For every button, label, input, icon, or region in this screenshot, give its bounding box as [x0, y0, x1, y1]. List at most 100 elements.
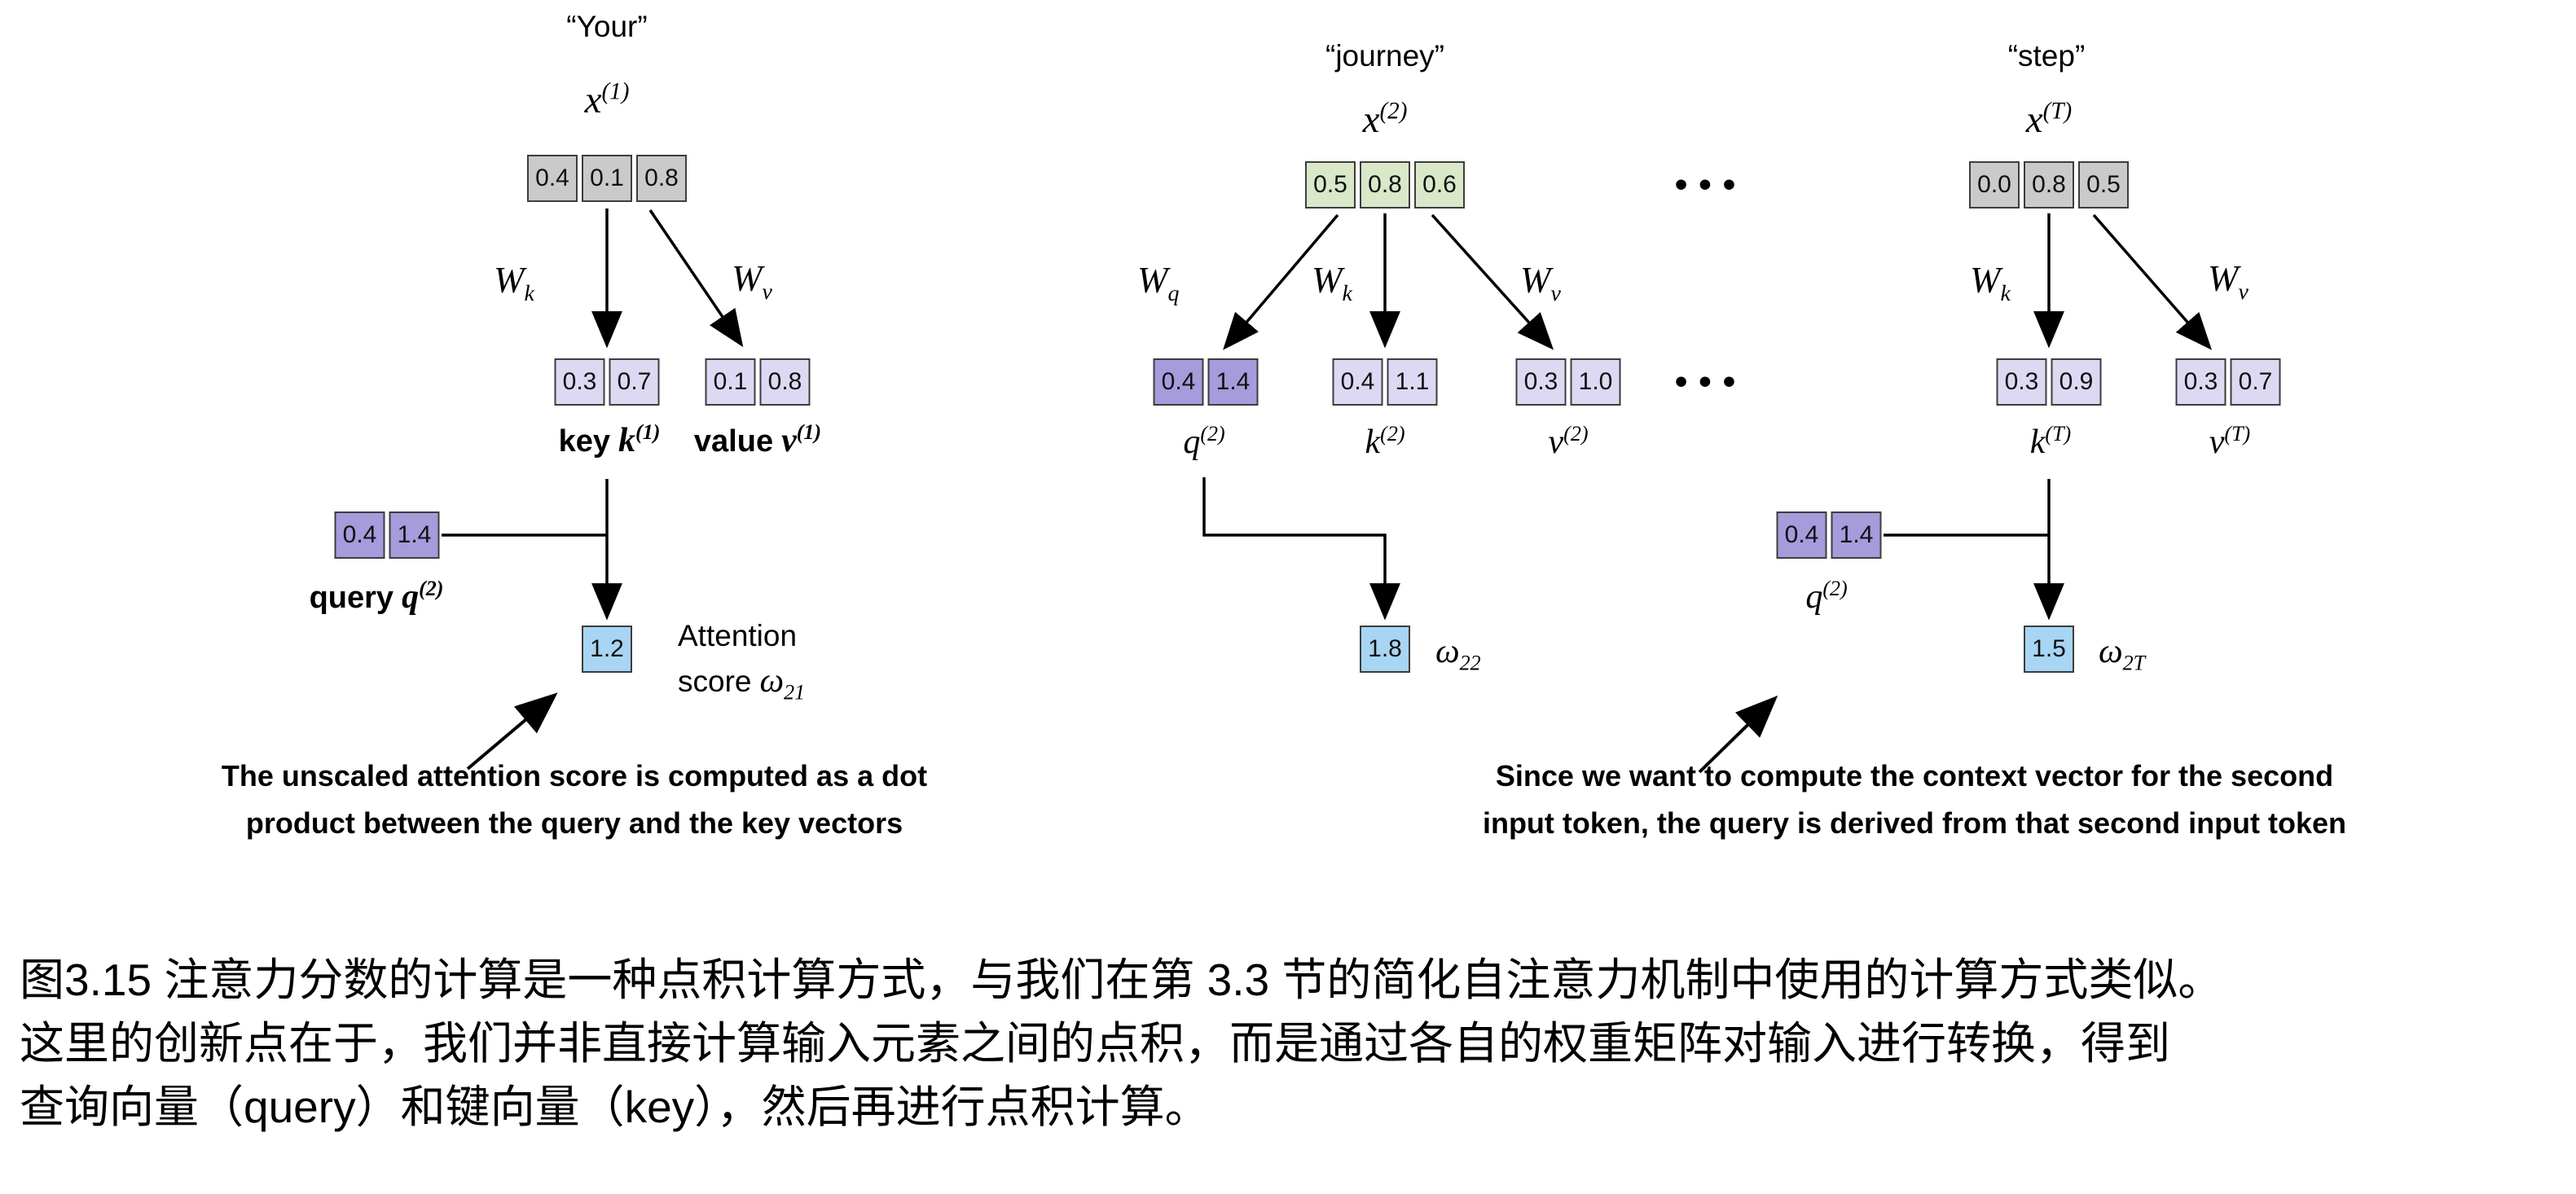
vector-cell: 0.0 [1969, 161, 2020, 209]
vector-cell: 0.4 [1153, 358, 1204, 406]
k-sup: (2) [1380, 422, 1405, 446]
key-symbol: k(1) [618, 420, 661, 459]
x2-symbol-base: x [1362, 99, 1380, 141]
vector-cell: 0.4 [1776, 511, 1827, 559]
query-base: q [402, 578, 420, 616]
t2-wq-arrow [1223, 213, 1339, 350]
vector-cell: 0.3 [1996, 358, 2047, 406]
x1-symbol-base: x [584, 79, 602, 121]
vector-cell: 0.7 [609, 358, 660, 406]
v-base: v [1548, 424, 1564, 461]
x2-symbol-sup: (2) [1379, 98, 1408, 125]
x2-symbol: x(2) [1363, 98, 1408, 142]
x1-vector: 0.4 0.1 0.8 [527, 155, 687, 202]
vector-cell: 0.1 [705, 358, 756, 406]
token-word-your: “Your” [566, 10, 648, 43]
attention-score-w22: 1.8 [1360, 626, 1410, 673]
w-sub: k [524, 281, 534, 306]
figure-caption: 图3.15 注意力分数的计算是一种点积计算方式，与我们在第 3.3 节的简化自注… [20, 948, 2222, 1139]
w-k-label-t1: Wk [494, 259, 534, 307]
annotation-left-line2: product between the query and the key ve… [245, 806, 903, 840]
w-sub: q [1167, 281, 1180, 306]
vector-cell: 0.3 [554, 358, 605, 406]
vector-cell: 0.8 [759, 358, 811, 406]
t2-wv-arrow [1431, 213, 1554, 350]
k2-label: k(2) [1365, 422, 1404, 462]
vector-cell: 1.1 [1387, 358, 1438, 406]
q2-vector: 0.4 1.4 [1153, 358, 1259, 406]
x1-symbol-sup: (1) [601, 78, 630, 105]
vector-cell: 0.5 [1305, 161, 1356, 209]
vector-cell: 0.8 [2024, 161, 2074, 209]
value-symbol: v(1) [781, 420, 822, 459]
w-sub: v [1550, 281, 1561, 306]
key-sup: (1) [635, 420, 661, 444]
vT-vector: 0.3 0.7 [2175, 358, 2281, 406]
omega-22-symbol: ω22 [1435, 632, 1481, 675]
vector-cell: 0.7 [2230, 358, 2281, 406]
k-base: k [2029, 424, 2046, 461]
score-word: score [678, 665, 752, 698]
vector-cell: 0.4 [527, 155, 578, 202]
vector-cell: 0.3 [2175, 358, 2227, 406]
key1-vector: 0.3 0.7 [554, 358, 660, 406]
caption-line-1: 图3.15 注意力分数的计算是一种点积计算方式，与我们在第 3.3 节的简化自注… [20, 955, 2223, 1005]
xT-symbol-sup: (T) [2042, 98, 2073, 125]
query-symbol: q(2) [402, 577, 443, 616]
omega-sub: 2T [2122, 651, 2146, 675]
value-sup: (1) [796, 420, 822, 444]
t1-wv-arrow [648, 209, 744, 348]
q-base: q [1805, 578, 1823, 616]
token-word-step: “step” [2007, 39, 2086, 72]
v2-label: v(2) [1548, 422, 1588, 462]
w-base: W [1312, 260, 1343, 301]
q-sup: (2) [1200, 422, 1225, 446]
vector-cell: 0.6 [1414, 161, 1465, 209]
k2-vector: 0.4 1.1 [1332, 358, 1438, 406]
w-k-label-t2: Wk [1312, 259, 1352, 307]
caption-line-3: 查询向量（query）和键向量（key），然后再进行点积计算。 [20, 1082, 1210, 1132]
annotation-left-line1: The unscaled attention score is computed… [221, 759, 928, 792]
v-sup: (T) [2224, 422, 2251, 446]
t1-annotation-arrow [466, 692, 558, 770]
token-word-journey: “journey” [1325, 39, 1444, 72]
w-sub: k [2000, 281, 2011, 306]
caption-line-2: 这里的创新点在于，我们并非直接计算输入元素之间的点积，而是通过各自的权重矩阵对输… [20, 1018, 2171, 1069]
omega-2T-symbol: ω2T [2099, 632, 2145, 675]
key-base: k [618, 422, 636, 459]
omega-base: ω [2099, 633, 2123, 670]
vector-cell: 0.4 [334, 511, 385, 559]
vector-cell: 1.4 [1207, 358, 1259, 406]
xT-vector: 0.0 0.8 0.5 [1969, 161, 2129, 209]
q-sup: (2) [1822, 577, 1848, 600]
vector-cell: 0.8 [636, 155, 687, 202]
w-v-label-t2: Wv [1520, 259, 1561, 307]
kT-vector: 0.3 0.9 [1996, 358, 2102, 406]
annotation-right-line2: input token, the query is derived from t… [1482, 806, 2347, 840]
vector-cell: 0.4 [1332, 358, 1383, 406]
w-base: W [494, 260, 525, 301]
v-sup: (2) [1563, 422, 1589, 446]
w-sub: k [1342, 281, 1352, 306]
omega-base: ω [759, 662, 785, 700]
annotation-right-line1: Since we want to compute the context vec… [1495, 759, 2334, 792]
vector-cell: 1.4 [389, 511, 440, 559]
query-word: query [309, 581, 394, 615]
w-k-label-t3: Wk [1970, 259, 2011, 307]
k-sup: (T) [2045, 422, 2072, 446]
omega-sub: 21 [784, 680, 806, 705]
query2-label-right: q(2) [1805, 577, 1847, 617]
x2-vector: 0.5 0.8 0.6 [1305, 161, 1465, 209]
w-base: W [732, 258, 763, 299]
w-v-label-t3: Wv [2208, 257, 2249, 305]
t2-q-to-score-connector [1202, 477, 1400, 621]
vector-cell: 1.4 [1831, 511, 1882, 559]
ellipsis-top: ••• [1674, 165, 1747, 204]
vector-cell: 0.3 [1515, 358, 1567, 406]
